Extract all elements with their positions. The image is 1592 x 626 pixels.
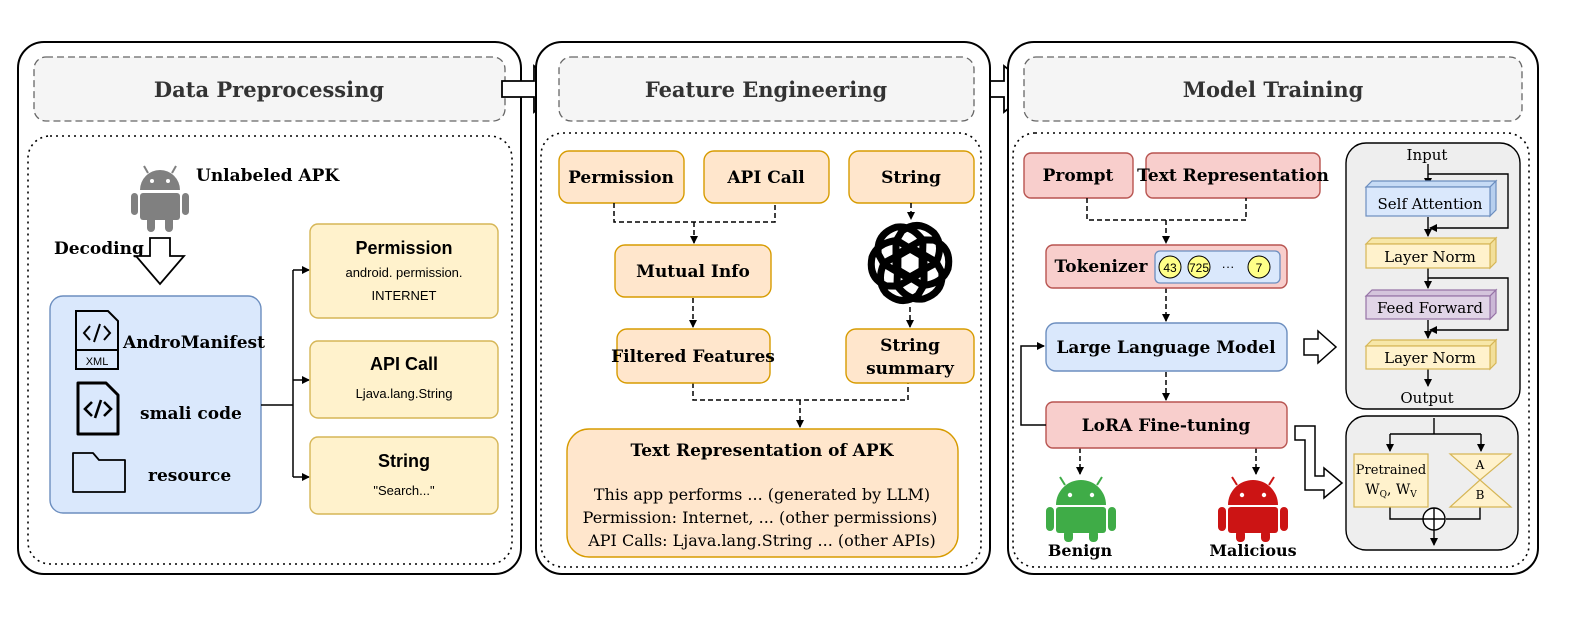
text-representation-box	[566, 428, 959, 558]
file-resource: resource	[148, 466, 231, 486]
preprocessing-title: Data Preprocessing	[154, 77, 384, 102]
layer-norm-label: Layer Norm	[1384, 349, 1476, 367]
string-summary-line2: summary	[866, 359, 955, 379]
token-value: 725	[1189, 261, 1209, 275]
feed-forward-label: Feed Forward	[1377, 299, 1483, 317]
api-call-output-line1: Ljava.lang.String	[356, 386, 453, 401]
filtered-features-box	[616, 328, 771, 384]
panel-data-preprocessing: Data Preprocessing Unlabeled APK Decodin…	[17, 41, 522, 575]
mutual-info-box	[614, 244, 772, 298]
text-representation-line: API Calls: Ljava.lang.String ... (other …	[587, 531, 936, 550]
layer-norm-block: Layer Norm	[1364, 236, 1498, 270]
feature-content-area	[540, 132, 982, 568]
pretrained-weights-label: WQ, WV	[1365, 482, 1417, 500]
mutual-info-label: Mutual Info	[636, 262, 750, 282]
xml-label: XML	[86, 356, 109, 368]
layer-norm-block: Layer Norm	[1364, 338, 1498, 371]
android-icon-benign	[1046, 476, 1116, 542]
permission-output-line2: INTERNET	[372, 288, 437, 303]
llm-label: Large Language Model	[1056, 338, 1276, 358]
permission-output-title: Permission	[355, 238, 452, 258]
string-summary-line1: String	[880, 336, 940, 356]
token-circle	[1187, 255, 1211, 279]
filtered-features-label: Filtered Features	[611, 347, 775, 367]
folder-icon	[72, 452, 126, 493]
transformer-output-label: Output	[1400, 389, 1453, 407]
llm-box	[1045, 322, 1288, 372]
fe-api-call-box	[703, 150, 830, 204]
code-file-icon	[76, 381, 120, 436]
training-content-area	[1012, 132, 1530, 568]
lora-b-label: B	[1476, 488, 1485, 502]
token-ellipsis: ···	[1222, 259, 1235, 274]
android-icon-malicious	[1218, 476, 1288, 542]
feature-title: Feature Engineering	[645, 77, 888, 102]
transformer-connectors	[1424, 164, 1509, 387]
decoding-arrow	[134, 237, 186, 286]
prompt-label: Prompt	[1043, 166, 1114, 186]
permission-output-line1: android. permission.	[345, 265, 462, 280]
transformer-input-label: Input	[1407, 146, 1448, 164]
fe-permission-label: Permission	[568, 168, 674, 188]
android-icon-gray	[131, 165, 189, 232]
api-call-output-title: API Call	[370, 354, 438, 374]
string-output-line1: "Search..."	[373, 483, 435, 498]
lora-feedback-arrow	[1020, 342, 1046, 426]
xml-file-icon	[75, 310, 119, 370]
feed-forward-block: Feed Forward	[1364, 288, 1498, 321]
text-representation-line: Permission: Internet, ... (other permiss…	[583, 508, 938, 527]
panel-model-training: Model Training Prompt Text Representatio…	[1007, 41, 1539, 575]
training-title-box	[1023, 56, 1523, 122]
permission-output-box	[309, 223, 499, 319]
lora-label: LoRA Fine-tuning	[1082, 416, 1251, 436]
file-smali-code: smali code	[140, 404, 242, 424]
pretrained-weights-box	[1353, 453, 1429, 508]
llm-detail-arrow	[1303, 329, 1338, 365]
tokenizer-label: Tokenizer	[1055, 257, 1149, 277]
lora-ab-hourglass	[1448, 453, 1513, 508]
token-circle	[1158, 255, 1182, 279]
string-output-title: String	[378, 451, 430, 471]
pretrained-label: Pretrained	[1356, 463, 1426, 478]
string-output-box	[309, 436, 499, 515]
prompt-box	[1023, 152, 1134, 199]
mt-text-representation-label: Text Representation	[1137, 166, 1329, 186]
lora-a-label: A	[1475, 458, 1485, 472]
text-representation-title: Text Representation of APK	[631, 441, 895, 461]
string-summary-box	[845, 328, 975, 384]
preprocessing-connectors	[261, 266, 310, 481]
fe-permission-box	[558, 150, 685, 204]
panel-feature-engineering: Feature Engineering Permission API Call …	[535, 41, 991, 575]
benign-label: Benign	[1048, 541, 1113, 560]
file-andromanifest: AndroManifest	[122, 333, 265, 353]
fe-api-call-label: API Call	[726, 168, 805, 188]
lora-detail-arrow	[1294, 425, 1344, 500]
mt-text-representation-box	[1145, 152, 1321, 199]
mt-connectors	[1076, 198, 1260, 475]
unlabeled-apk-label: Unlabeled APK	[196, 166, 340, 186]
self-attention-block: Self Attention	[1364, 179, 1498, 218]
lora-detail-connectors	[1386, 418, 1485, 546]
feature-title-box	[558, 56, 975, 122]
preprocessing-content-area	[27, 135, 513, 565]
llm-logo-icon	[867, 222, 953, 304]
malicious-label: Malicious	[1209, 541, 1296, 560]
token-strip	[1154, 250, 1281, 284]
token-circle	[1247, 255, 1271, 279]
fe-connectors	[613, 203, 915, 428]
token-value: 43	[1163, 261, 1177, 275]
fe-string-label: String	[881, 168, 941, 188]
token-value: 7	[1256, 261, 1263, 275]
layer-norm-label: Layer Norm	[1384, 248, 1476, 266]
decoding-label: Decoding	[54, 239, 144, 259]
text-representation-line: This app performs ... (generated by LLM)	[594, 485, 930, 504]
training-title: Model Training	[1183, 77, 1364, 102]
api-call-output-box	[309, 340, 499, 419]
self-attention-label: Self Attention	[1378, 195, 1483, 213]
